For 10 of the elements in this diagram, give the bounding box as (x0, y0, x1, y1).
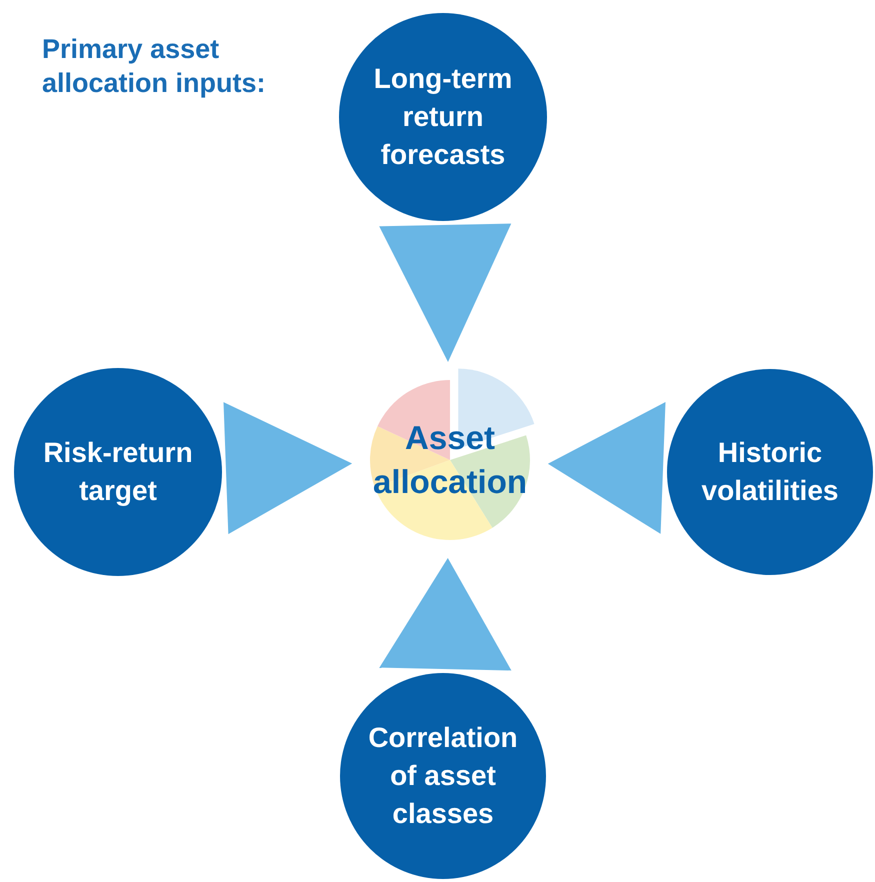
node-label: Long-term return forecasts (372, 62, 514, 172)
node-label: Asset allocation (372, 418, 528, 502)
arrow (224, 402, 352, 534)
arrow (379, 224, 512, 362)
arrow (548, 402, 666, 534)
node-label: Risk-return target (42, 436, 194, 508)
node-label: Correlation of asset classes (367, 721, 519, 831)
node-label: Historic volatilities (700, 436, 840, 508)
title-text: Primary asset allocation inputs: (42, 33, 267, 100)
arrow (379, 558, 512, 670)
